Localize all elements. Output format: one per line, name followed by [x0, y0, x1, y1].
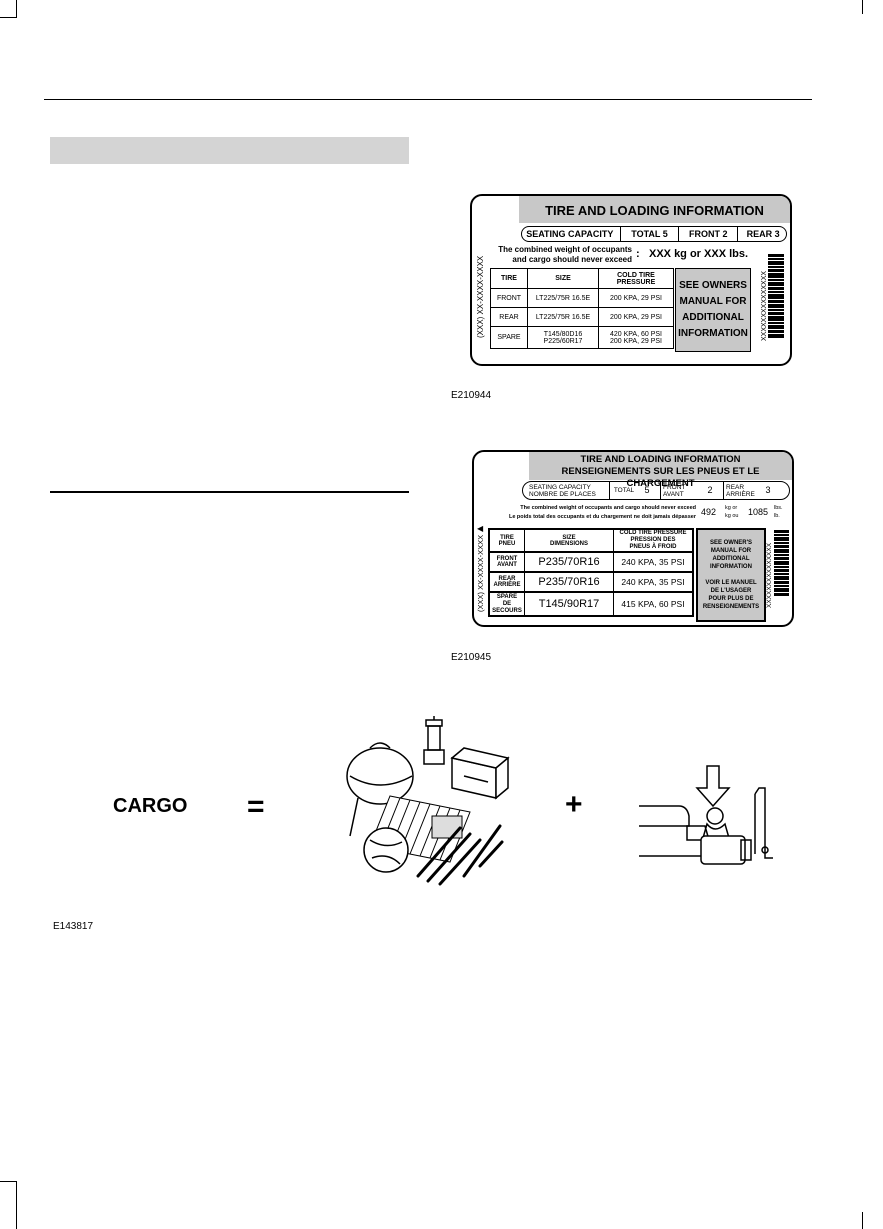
section-rule — [50, 491, 409, 493]
triangle-icon: ◀ — [477, 524, 484, 533]
cargo-word: CARGO — [113, 795, 188, 817]
see-owners-manual-box: SEE OWNER'S MANUAL FOR ADDITIONAL INFORM… — [696, 528, 766, 622]
side-part-code: (XXX) XX-XXXX-XXXX — [476, 534, 485, 612]
cooler-icon — [450, 747, 510, 800]
crop-mark — [0, 1181, 17, 1182]
weight-value: XXX kg or XXX lbs. — [649, 248, 749, 260]
cargo-items-illustration — [346, 716, 510, 886]
seating-capacity-row: SEATING CAPACITY TOTAL 5 FRONT 2 REAR 3 — [521, 226, 787, 242]
equals-sign: = — [247, 790, 265, 823]
crop-mark — [16, 1182, 17, 1229]
table-row: REAR LT225/75R 16.5E 200 KPA, 29 PSI — [490, 307, 674, 327]
crop-mark — [862, 0, 863, 14]
tire-table: TIRE SIZE COLD TIRE PRESSURE FRONT LT225… — [490, 268, 674, 349]
figure-code: E210945 — [451, 652, 492, 663]
see-owners-manual-box: SEE OWNERS MANUAL FOR ADDITIONAL INFORMA… — [675, 268, 751, 352]
barcode — [768, 254, 784, 339]
table-row: FRONT LT225/75R 16.5E 200 KPA, 29 PSI — [490, 288, 674, 308]
barcode-digits: XXXXXXXXXXXXXXX — [761, 270, 768, 341]
tire-label-2: TIRE AND LOADING INFORMATION RENSEIGNEME… — [472, 450, 794, 627]
crop-mark — [16, 0, 17, 18]
label-title: TIRE AND LOADING INFORMATION RENSEIGNEME… — [529, 452, 792, 489]
section-heading-bar — [50, 137, 409, 164]
label-title: TIRE AND LOADING INFORMATION — [519, 196, 790, 223]
crop-mark — [862, 1212, 863, 1229]
lbs-label: lbs.lb. — [774, 505, 783, 519]
combined-weight-text: The combined weight of occupants and car… — [498, 245, 632, 264]
lantern-icon — [423, 716, 445, 765]
occupant-seat-illustration — [639, 765, 773, 865]
figure-code: E210944 — [451, 390, 492, 401]
ball-icon — [363, 827, 409, 873]
side-part-code: (XXX) XX-XXXX-XXXX — [476, 255, 485, 338]
plus-sign: + — [565, 788, 583, 821]
figure-code: E143817 — [53, 921, 94, 932]
barcode — [774, 530, 789, 597]
poles-icon — [416, 824, 504, 886]
header-rule — [44, 99, 812, 100]
tire-label-1: TIRE AND LOADING INFORMATION SEATING CAP… — [470, 194, 792, 366]
combined-weight-text: The combined weight of occupants and car… — [508, 505, 696, 520]
grill-icon — [346, 742, 414, 837]
barcode-digits: XXXXXXXXXXXXXXX — [766, 542, 773, 608]
kg-value: 492 — [701, 507, 717, 517]
down-arrow-icon — [695, 765, 731, 808]
lbs-value: 1085 — [748, 507, 769, 517]
crop-mark — [0, 17, 17, 18]
colon: : — [636, 248, 640, 260]
